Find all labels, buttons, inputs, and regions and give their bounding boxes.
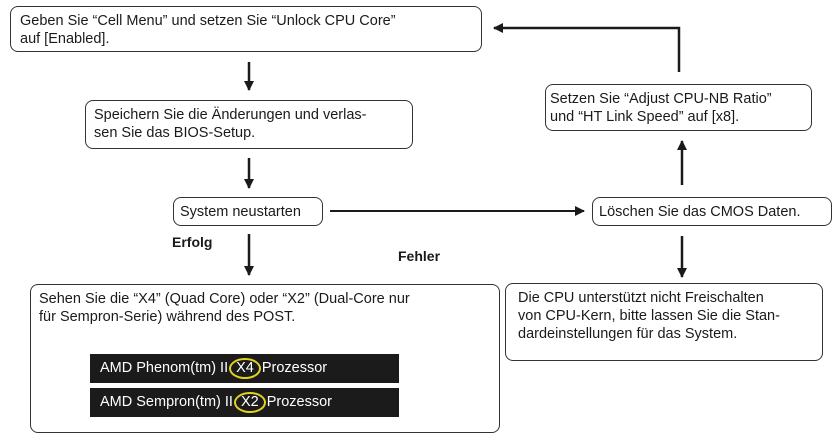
step-text-line: Die CPU unterstützt nicht Freischalten — [518, 290, 764, 306]
label-failure: Fehler — [398, 248, 441, 264]
step-text-line: Geben Sie “Cell Menu” und setzen Sie “Un… — [20, 13, 396, 29]
step-text-line: dardeinstellungen für das System. — [518, 326, 738, 342]
core-count-highlight: X2 — [233, 392, 266, 413]
step-text-line: und “HT Link Speed” auf [x8]. — [550, 109, 740, 125]
step-restart-system: System neustarten — [173, 197, 323, 226]
cpu-name: AMD Sempron(tm) II — [100, 394, 233, 410]
step-enable-unlock-cpu-core: Geben Sie “Cell Menu” und setzen Sie “Un… — [10, 6, 482, 52]
step-text-line: für Sempron-Serie) während des POST. — [39, 309, 296, 325]
core-count-highlight: X4 — [229, 358, 261, 379]
cpu-suffix: Prozessor — [266, 394, 332, 410]
arrow-setzen-to-start — [493, 23, 681, 72]
step-clear-cmos: Löschen Sie das CMOS Daten. — [592, 197, 832, 226]
cpu-name: AMD Phenom(tm) II — [100, 360, 229, 376]
step-adjust-cpu-nb-ratio: Setzen Sie “Adjust CPU-NB Ratio” und “HT… — [545, 84, 812, 131]
step-text-line: Setzen Sie “Adjust CPU-NB Ratio” — [550, 91, 772, 107]
cpu-suffix: Prozessor — [261, 360, 328, 376]
step-cpu-not-supported: Die CPU unterstützt nicht Freischalten v… — [505, 283, 823, 361]
step-save-and-exit-bios: Speichern Sie die Änderungen und verlas-… — [85, 100, 413, 149]
step-text-line: auf [Enabled]. — [20, 31, 110, 47]
step-text-line: sen Sie das BIOS-Setup. — [94, 125, 256, 141]
step-text-line: Sehen Sie die “X4” (Quad Core) oder “X2”… — [39, 291, 410, 307]
label-success: Erfolg — [172, 234, 213, 250]
step-text-line: von CPU-Kern, bitte lassen Sie die Stan- — [518, 308, 780, 324]
step-text-line: Speichern Sie die Änderungen und verlas- — [94, 107, 367, 123]
